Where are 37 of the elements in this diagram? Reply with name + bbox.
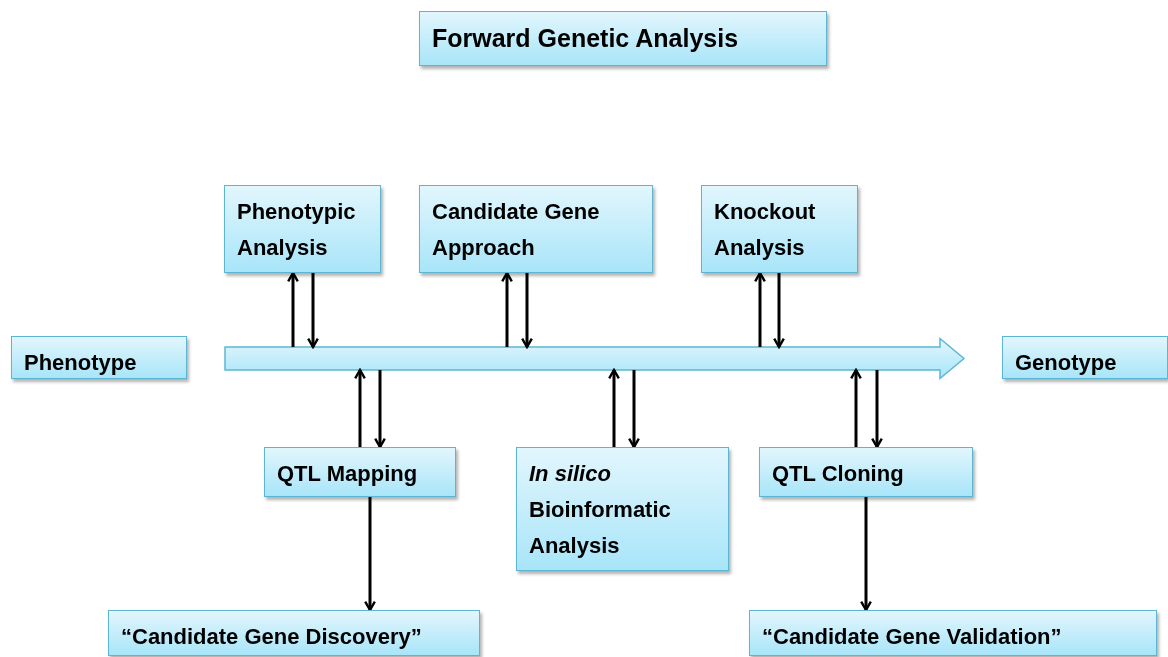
process-box — [11, 336, 187, 379]
box-label: QTL Cloning — [772, 460, 905, 488]
process-box — [108, 610, 480, 656]
arrow — [860, 497, 872, 612]
box-label: Knockout Analysis — [714, 198, 817, 262]
box-label: In silico Bioinformatic Analysis — [529, 460, 672, 560]
box-label: “Candidate Gene Discovery” — [121, 623, 423, 651]
box-label: QTL Mapping — [277, 460, 419, 488]
arrow — [871, 370, 883, 449]
process-box — [759, 447, 973, 497]
arrow — [521, 273, 533, 349]
box-label: Forward Genetic Analysis — [432, 23, 740, 54]
box-label: “Candidate Gene Validation” — [762, 623, 1063, 651]
box-label: Candidate Gene Approach — [432, 198, 601, 262]
arrow — [754, 271, 766, 347]
process-box — [419, 185, 653, 273]
arrow — [608, 368, 620, 447]
process-box — [749, 610, 1157, 656]
box-label: Phenotypic Analysis — [237, 198, 357, 262]
arrow — [628, 370, 640, 449]
box-label: Genotype — [1015, 349, 1118, 377]
arrow — [850, 368, 862, 447]
box-label: Phenotype — [24, 349, 138, 377]
process-box — [224, 185, 381, 273]
process-box — [419, 11, 827, 66]
arrow — [354, 368, 366, 447]
arrow — [364, 497, 376, 612]
arrow — [773, 273, 785, 349]
arrow — [374, 370, 386, 449]
process-box — [264, 447, 456, 497]
arrow — [307, 273, 319, 349]
arrow — [287, 271, 299, 347]
process-box — [516, 447, 729, 571]
block-arrow — [224, 336, 966, 381]
arrow — [501, 271, 513, 347]
process-box — [701, 185, 858, 273]
process-box — [1002, 336, 1168, 379]
